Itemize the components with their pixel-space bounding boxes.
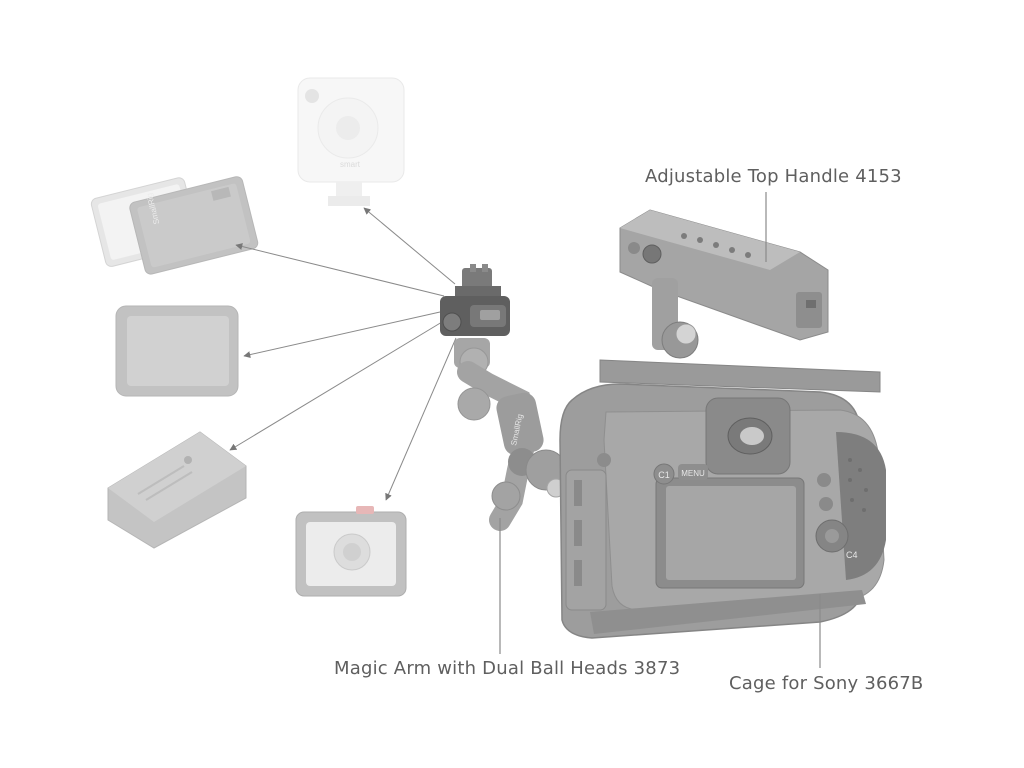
- top-handle: [619, 209, 829, 359]
- arrow-to-monitor: [243, 311, 441, 359]
- led-light-accessory: smart: [297, 77, 405, 206]
- callout-leaders: [499, 192, 821, 668]
- button-c4-label: C4: [846, 550, 858, 560]
- knob-icon: [442, 312, 462, 332]
- button-c1-label: C1: [658, 470, 670, 480]
- cold-shoe-icon: [455, 286, 501, 296]
- arrow-to-panel-light: [235, 243, 445, 297]
- battery-accessory: [107, 431, 247, 549]
- panel-light-accessory: SmallRig: [90, 176, 259, 275]
- label-cage: Cage for Sony 3667B: [729, 673, 924, 694]
- button-menu-label: MENU: [681, 469, 705, 478]
- arrow-to-light: [363, 207, 456, 285]
- arrow-to-battery: [229, 321, 443, 451]
- monitor-accessory: [115, 305, 239, 397]
- action-camera-cage-accessory: [295, 506, 407, 597]
- magic-arm: SmallRig: [454, 338, 594, 531]
- camera-cage: C1 MENU C4: [559, 359, 886, 639]
- accessory-arrows: [229, 207, 457, 501]
- cold-shoe-mount: [440, 264, 510, 336]
- label-magic-arm: Magic Arm with Dual Ball Heads 3873: [334, 658, 681, 679]
- label-top-handle: Adjustable Top Handle 4153: [645, 166, 902, 187]
- light-brand-text: smart: [340, 160, 361, 169]
- arrow-to-action-cage: [385, 337, 457, 501]
